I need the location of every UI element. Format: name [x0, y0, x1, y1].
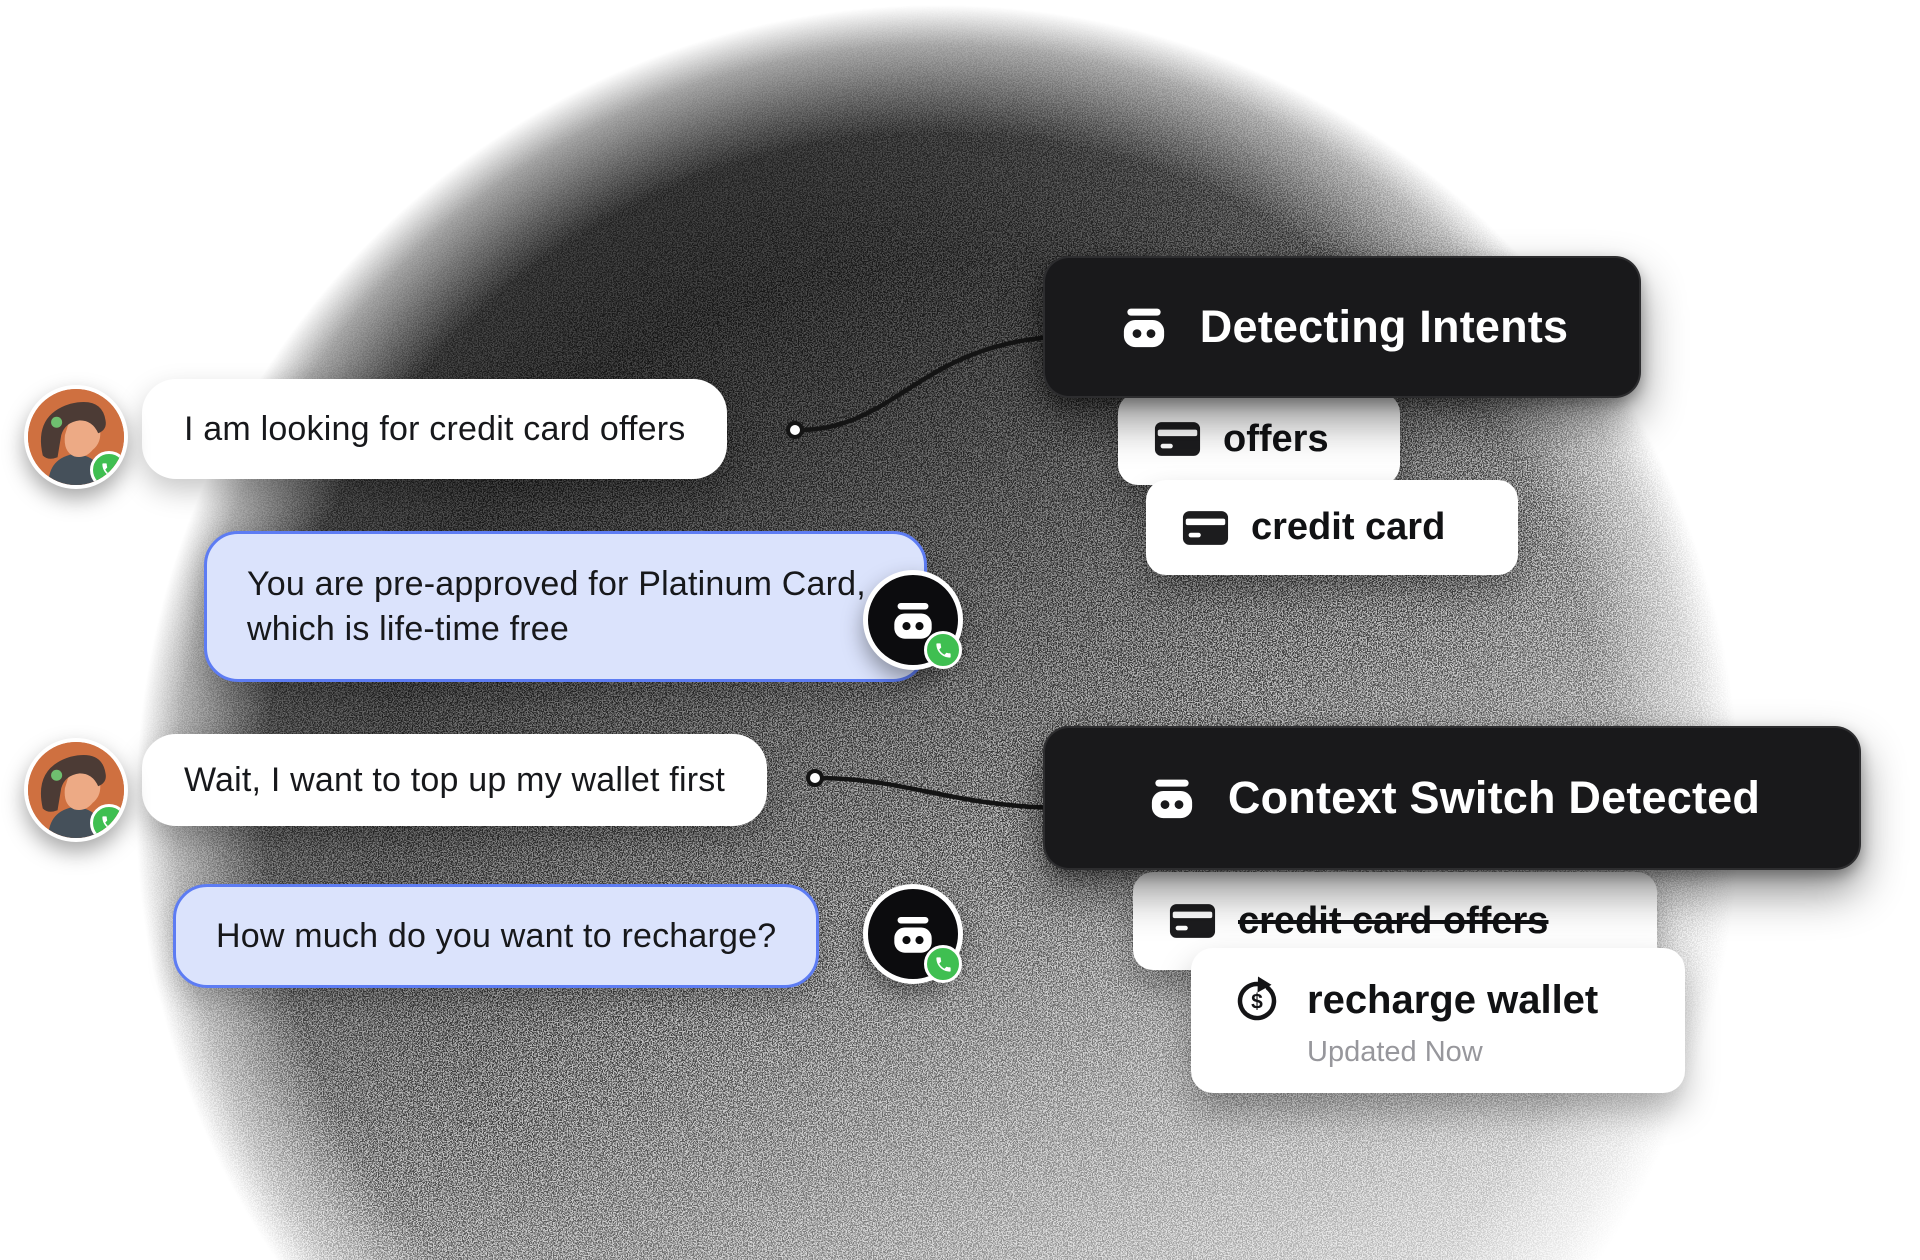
- phone-call-icon: [935, 642, 951, 658]
- intent-chip-offers: offers: [1118, 393, 1400, 485]
- intent-chip-credit-card: credit card: [1146, 480, 1518, 575]
- robot-icon: [1144, 770, 1200, 826]
- user-avatar: [24, 385, 128, 489]
- recharge-refresh-dollar-icon: $: [1229, 972, 1285, 1028]
- phone-call-icon: [101, 815, 117, 831]
- robot-icon: [887, 594, 939, 646]
- panel-title: Detecting Intents: [1199, 301, 1569, 352]
- message-text: You are pre-approved for Platinum Card, …: [247, 564, 866, 648]
- phone-call-badge: [924, 631, 962, 669]
- chip-label-strikethrough: credit card offers: [1238, 899, 1549, 942]
- user-avatar: [24, 738, 128, 842]
- connector-line-context: [806, 769, 1063, 811]
- robot-icon: [1116, 299, 1172, 355]
- recharge-label: recharge wallet: [1307, 977, 1599, 1022]
- recharge-wallet-card: $ recharge wallet Updated Now: [1191, 948, 1685, 1093]
- bot-message-bubble: You are pre-approved for Platinum Card, …: [204, 531, 927, 682]
- message-text: How much do you want to recharge?: [216, 916, 777, 955]
- phone-call-badge: [924, 945, 962, 983]
- credit-card-icon: [1169, 903, 1216, 939]
- panel-title: Context Switch Detected: [1227, 772, 1761, 823]
- user-message-bubble: Wait, I want to top up my wallet first: [142, 734, 768, 826]
- detecting-intents-panel: Detecting Intents: [1043, 256, 1641, 398]
- chip-label: credit card: [1251, 506, 1446, 548]
- svg-text:$: $: [1251, 991, 1263, 1014]
- credit-card-icon: [1154, 421, 1201, 457]
- user-message-bubble: I am looking for credit card offers: [142, 379, 728, 479]
- robot-icon: [887, 908, 939, 960]
- bot-avatar: [863, 570, 963, 670]
- chip-label: offers: [1223, 417, 1329, 460]
- bot-avatar: [863, 884, 963, 984]
- bot-message-bubble: How much do you want to recharge?: [173, 884, 820, 988]
- credit-card-icon: [1182, 510, 1229, 546]
- phone-call-icon: [935, 956, 951, 972]
- phone-call-badge: [90, 804, 124, 838]
- recharge-status: Updated Now: [1307, 1036, 1483, 1068]
- message-text: Wait, I want to top up my wallet first: [184, 760, 726, 799]
- connector-line-intents: [786, 333, 1073, 439]
- message-text: I am looking for credit card offers: [184, 409, 686, 448]
- context-switch-panel: Context Switch Detected: [1043, 726, 1861, 870]
- phone-call-icon: [101, 462, 117, 478]
- phone-call-badge: [90, 451, 124, 485]
